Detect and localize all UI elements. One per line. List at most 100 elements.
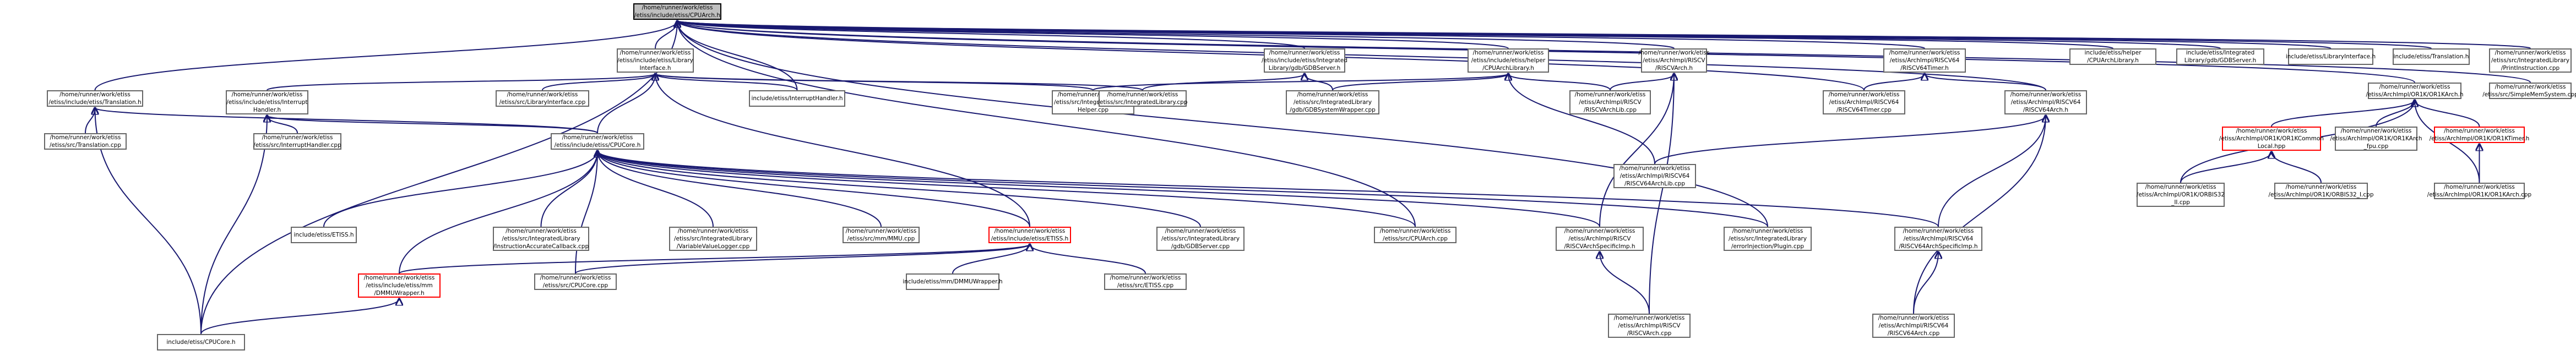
file-node-riscv64spec-h[interactable]: /home/runner/work/etiss/etiss/ArchImpl/R… [1894, 227, 1982, 251]
file-node-label-line: /home/runner/work/etiss [507, 91, 578, 98]
include-edge-iaccb-cpp-to-cpucore-h [540, 151, 598, 227]
file-node-dmmu-h2[interactable]: include/etiss/mm/DMMUWrapper.h [903, 273, 1003, 290]
file-node-riscv64-h[interactable]: /home/runner/work/etiss/etiss/ArchImpl/R… [2004, 90, 2087, 114]
file-node-interrupthandler-h[interactable]: include/etiss/InterruptHandler.h [749, 90, 845, 107]
include-edge-cpucore-h2-to-root [200, 21, 677, 335]
file-node-etiss-cpp[interactable]: /home/runner/work/etiss/etiss/src/ETISS.… [1104, 273, 1187, 290]
file-node-label-line: /etiss/src/LibraryInterface.cpp [499, 99, 586, 106]
file-node-riscv64timer-cpp[interactable]: /home/runner/work/etiss/etiss/ArchImpl/R… [1823, 90, 1905, 114]
file-node-cpucore-h2[interactable]: include/etiss/CPUCore.h [157, 334, 245, 350]
file-node-vvl-cpp[interactable]: /home/runner/work/etiss/etiss/src/Integr… [669, 227, 757, 251]
file-node-label-line: /home/runner/work/etiss [2285, 184, 2357, 190]
file-node-print-cpp[interactable]: /home/runner/work/etiss/etiss/src/Integr… [2489, 48, 2572, 73]
file-node-label-line: /home/runner/work/etiss [262, 134, 333, 141]
file-node-label-line: /etiss/include/etiss/Integrated [1261, 57, 1348, 64]
include-edge-gdbserver-h-to-root [677, 21, 2221, 49]
include-edge-or1kibs32-cpp-to-or1kcommon-h [2180, 152, 2271, 183]
file-node-cpucore-cpp[interactable]: /home/runner/work/etiss/etiss/src/CPUCor… [534, 273, 617, 290]
file-node-lib-h[interactable]: /home/runner/work/etiss/etiss/include/et… [617, 48, 694, 73]
include-edge-helperlib-h-to-root [677, 21, 2113, 49]
file-node-dmmu-h[interactable]: /home/runner/work/etiss/etiss/include/et… [358, 273, 441, 298]
file-node-label-line: /home/runner/work/etiss [1828, 91, 1900, 98]
include-edge-errinj-cpp-to-cpucore-h [597, 151, 1768, 227]
file-node-label-line: Helper.cpp [1077, 107, 1109, 113]
file-node-riscv64timer-h[interactable]: /home/runner/work/etiss/etiss/ArchImpl/R… [1883, 48, 1966, 73]
file-node-cpucore-h[interactable]: /home/runner/work/etiss/etiss/include/et… [551, 133, 644, 150]
file-node-translation-h[interactable]: /home/runner/work/etiss/etiss/include/et… [47, 90, 143, 107]
file-node-label-line: /RISCV64Arch.cpp [1887, 330, 1940, 337]
file-node-label-line: /RISCVArch.cpp [1627, 330, 1672, 337]
file-node-gdbsys-cpp[interactable]: /home/runner/work/etiss/etiss/src/Integr… [1286, 90, 1379, 114]
file-node-label-line: _fpu.cpp [2363, 143, 2389, 150]
file-node-or1kfpu-cpp[interactable]: /home/runner/work/etiss/etiss/ArchImpl/O… [2330, 127, 2422, 151]
file-node-label-line: /CPUArchLibrary.h [2087, 57, 2139, 64]
file-node-intlib-h[interactable]: /home/runner/work/etiss/etiss/include/et… [1261, 48, 1348, 73]
include-edge-cpucore-cpp-to-cpucore-h [575, 151, 597, 274]
file-node-intlib-cpp[interactable]: /home/runner/work/etiss/etiss/src/Integr… [1097, 90, 1188, 107]
file-node-riscv-cpp[interactable]: /home/runner/work/etiss/etiss/ArchImpl/R… [1608, 314, 1691, 338]
include-edge-cpucore-h2-to-interrupt-h [200, 116, 267, 335]
include-edge-cpucore-cpp-to-etiss-h [575, 244, 1030, 274]
file-node-label-line: /etiss/src/IntegratedLibrary [502, 235, 580, 242]
file-node-label-line: /etiss/ArchImpl/OR1K/ORBIS32_I.cpp [2268, 191, 2374, 198]
file-node-or1ktimer-h[interactable]: /home/runner/work/etiss/etiss/ArchImpl/O… [2430, 127, 2529, 143]
include-edge-cpucore-h2-to-dmmu-h [200, 299, 399, 335]
include-edge-riscv64-cpp-to-riscv64spec-h [1913, 252, 1938, 314]
file-node-simplemem-cpp[interactable]: /home/runner/work/etiss/etiss/src/Simple… [2482, 83, 2576, 99]
file-node-riscvlib-cpp[interactable]: /home/runner/work/etiss/etiss/ArchImpl/R… [1569, 90, 1651, 114]
file-node-label-line: /home/runner/work/etiss [1878, 315, 1949, 321]
include-edge-errinj-cpp-to-root [677, 21, 1768, 227]
file-node-label-line: Local.hpp [2257, 143, 2286, 150]
file-node-riscvspec-cpp[interactable]: /home/runner/work/etiss/etiss/ArchImpl/R… [1556, 227, 1644, 251]
file-node-label-line: /etiss/ArchImpl/RISCV64 [2010, 99, 2081, 106]
file-node-cpuarch-cpp[interactable]: /home/runner/work/etiss/etiss/src/CPUArc… [1374, 227, 1457, 243]
file-node-label-line: /etiss/ArchImpl/OR1K/OR1KCommon [2219, 135, 2324, 142]
file-node-label-line: /home/runner/work/etiss [2444, 128, 2515, 134]
file-node-label-line: /home/runner/work/etiss [1619, 165, 1691, 172]
file-node-label-line: /gdb/GDBSystemWrapper.cpp [1290, 107, 1376, 113]
file-node-or1kcommon-h[interactable]: /home/runner/work/etiss/etiss/ArchImpl/O… [2219, 127, 2324, 151]
file-node-etiss-h2[interactable]: include/etiss/ETISS.h [291, 227, 357, 243]
file-node-label-line: /RISCV64ArchSpecificImp.h [1899, 243, 1978, 250]
file-node-or1karch-cpp[interactable]: /home/runner/work/etiss/etiss/ArchImpl/O… [2427, 183, 2531, 199]
file-node-label-line: include/etiss/Translation.h [2393, 53, 2469, 60]
include-edge-riscvspec-cpp-to-cpucore-h [597, 151, 1600, 227]
file-node-label-line: /etiss/include/etiss/mm [366, 282, 433, 289]
file-node-label-line: /home/runner/work/etiss [59, 91, 131, 98]
file-node-mmu-cpp[interactable]: /home/runner/work/etiss/etiss/src/mm/MMU… [843, 227, 920, 243]
file-node-riscv64-cpp[interactable]: /home/runner/work/etiss/etiss/ArchImpl/R… [1872, 314, 1955, 338]
include-edge-dmmu-h-to-etiss-h [399, 244, 1030, 274]
file-node-libiface-h[interactable]: include/etiss/LibraryInterface.h [2286, 48, 2376, 65]
file-node-interrupt-h[interactable]: /home/runner/work/etiss/etiss/include/et… [226, 90, 308, 114]
include-edge-cpucore-h-to-interrupt-h [267, 116, 598, 134]
file-node-label-line: /etiss/src/CPUCore.cpp [542, 282, 608, 289]
file-node-errinj-cpp[interactable]: /home/runner/work/etiss/etiss/src/Integr… [1724, 227, 1812, 251]
file-node-translation-h2[interactable]: include/etiss/Translation.h [2393, 48, 2470, 65]
file-node-riscv64lib-cpp[interactable]: /home/runner/work/etiss/etiss/ArchImpl/R… [1613, 164, 1696, 188]
file-node-label-line: /RISCV64Arch.h [2023, 107, 2069, 113]
file-node-root: /home/runner/work/etiss/etiss/include/et… [633, 3, 721, 20]
file-node-interrupthandler-cpp[interactable]: /home/runner/work/etiss/etiss/src/Interr… [253, 133, 341, 150]
file-node-label-line: include/etiss/Integrated [2186, 50, 2255, 56]
file-node-gdbserver-cpp[interactable]: /home/runner/work/etiss/etiss/src/Integr… [1156, 227, 1244, 251]
include-edge-cpucore-h-to-translation-h [95, 108, 598, 134]
file-node-or1kibs32i-cpp[interactable]: /home/runner/work/etiss/etiss/ArchImpl/O… [2269, 183, 2374, 199]
file-node-label-line: /home/runner/work/etiss [2495, 50, 2566, 56]
file-node-or1k-h[interactable]: /home/runner/work/etiss/etiss/ArchImpl/O… [2366, 83, 2464, 99]
file-node-helperlib-h[interactable]: include/etiss/helper/CPUArchLibrary.h [2069, 48, 2156, 65]
file-node-etiss-h[interactable]: /home/runner/work/etiss/etiss/include/et… [988, 227, 1071, 243]
file-node-label-line: /PrintInstruction.cpp [2501, 65, 2560, 72]
file-node-translation-cpp[interactable]: /home/runner/work/etiss/etiss/src/Transl… [44, 133, 127, 150]
file-node-helper-h[interactable]: /home/runner/work/etiss/etiss/include/et… [1468, 48, 1549, 73]
file-node-label-line: /etiss/ArchImpl/OR1K/OR1KArch.h [2366, 91, 2464, 98]
file-node-libiface-cpp[interactable]: /home/runner/work/etiss/etiss/src/Librar… [496, 90, 589, 107]
include-edge-etiss-h-to-cpucore-h [597, 151, 1030, 227]
file-node-label-line: Handler.h [253, 107, 281, 113]
file-node-riscv-h[interactable]: /home/runner/work/etiss/etiss/ArchImpl/R… [1639, 48, 1709, 73]
file-node-iaccb-cpp[interactable]: /home/runner/work/etiss/etiss/src/Integr… [493, 227, 589, 251]
include-edge-interrupthandler-h-to-root [677, 21, 798, 91]
file-node-label-line: /home/runner/work/etiss [2444, 184, 2515, 190]
include-edge-vvl-cpp-to-cpucore-h [597, 151, 714, 227]
file-node-or1kibs32-cpp[interactable]: /home/runner/work/etiss/etiss/ArchImpl/O… [2137, 183, 2225, 207]
